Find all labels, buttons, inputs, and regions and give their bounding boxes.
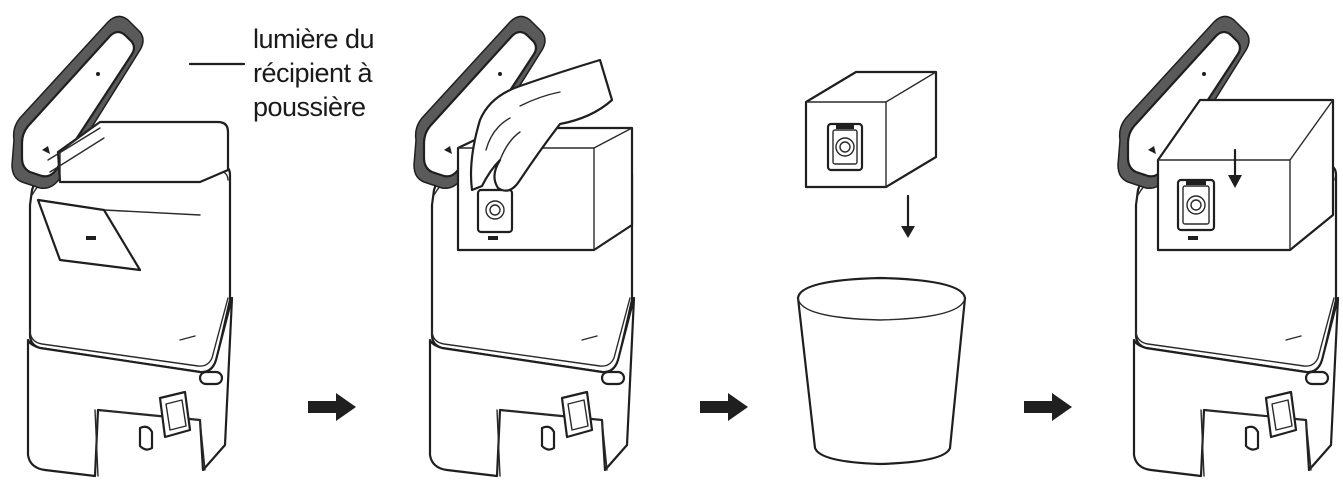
step-arrow-3: [1024, 393, 1072, 421]
step-4-insert-bag: [1116, 15, 1340, 478]
dust-container-light-label: lumière du récipient à poussière: [253, 22, 413, 124]
step-3-dispose-bag: [796, 70, 967, 466]
step-arrow-2: [700, 393, 748, 421]
callout-line-2: récipient à: [253, 58, 373, 88]
step-1-station-open: [10, 15, 234, 478]
callout-line-3: poussière: [253, 92, 366, 122]
step-2-remove-bag: [412, 15, 636, 478]
callout-line-1: lumière du: [253, 24, 375, 54]
step-arrow-1: [308, 393, 356, 421]
